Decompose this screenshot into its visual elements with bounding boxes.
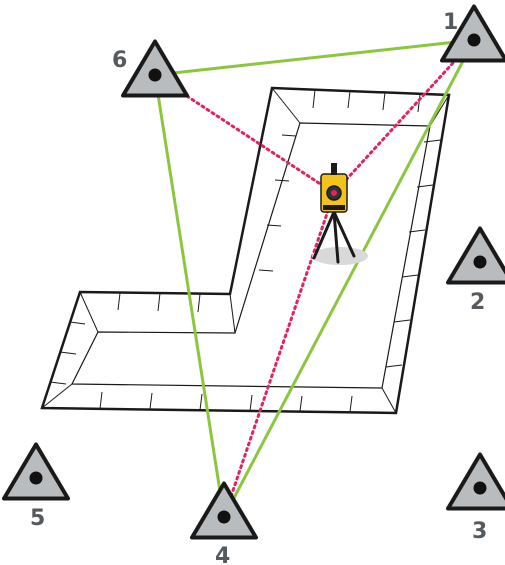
survey-control-triangle-icon [4,445,68,499]
tripod-shadow [312,247,368,265]
survey-control-triangle-icon [192,484,256,538]
building-floorplan-icon [42,88,449,413]
instrument-handle [331,163,337,175]
point-label-4: 4 [215,544,230,565]
point-label-2: 2 [470,290,485,315]
network-link-6-1 [155,40,474,75]
point-label-3: 3 [472,519,487,544]
point-label-1: 1 [443,10,458,35]
survey-control-triangle-icon [448,229,505,283]
survey-control-triangle-icon [123,42,187,96]
point-label-5: 5 [30,506,45,531]
survey-control-triangle-icon [448,455,505,509]
point-label-6: 6 [112,48,127,73]
